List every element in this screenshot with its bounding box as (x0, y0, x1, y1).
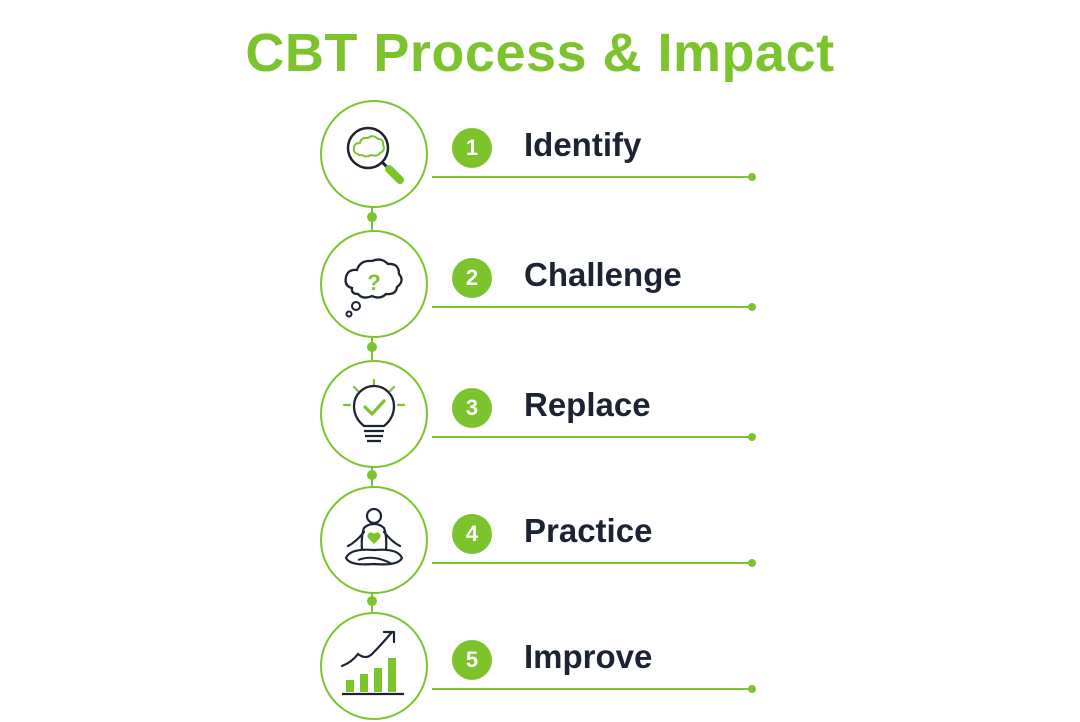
step-underline (432, 176, 752, 178)
connector-dot (367, 342, 377, 352)
step-icon-circle (320, 100, 428, 208)
step-identify: 1 Identify (0, 100, 1080, 210)
step-underline (432, 436, 752, 438)
step-replace: 3 Replace (0, 360, 1080, 470)
question-thought-cloud-icon: ? (344, 258, 403, 318)
connector-dot (367, 212, 377, 222)
step-icon-circle (320, 612, 428, 720)
step-underline (432, 562, 752, 564)
step-underline (432, 688, 752, 690)
thought-magnifier-icon (346, 126, 404, 184)
step-label: Challenge (524, 256, 682, 293)
growth-bar-chart-icon (340, 630, 404, 696)
step-challenge: ? 2 Challenge (0, 230, 1080, 340)
lightbulb-check-icon (342, 378, 406, 443)
step-underline-dot (748, 303, 756, 311)
step-label: Identify (524, 126, 642, 163)
meditation-heart-icon (344, 507, 404, 566)
svg-text:?: ? (367, 270, 380, 295)
step-underline-dot (748, 173, 756, 181)
step-practice: 4 Practice (0, 486, 1080, 596)
step-number-badge: 1 (452, 128, 492, 168)
step-icon-circle: ? (320, 230, 428, 338)
step-underline-dot (748, 433, 756, 441)
step-icon-circle (320, 486, 428, 594)
step-number-badge: 2 (452, 258, 492, 298)
step-underline (432, 306, 752, 308)
connector-dot (367, 470, 377, 480)
step-underline-dot (748, 559, 756, 567)
step-underline-dot (748, 685, 756, 693)
connector-dot (367, 596, 377, 606)
step-label: Improve (524, 638, 653, 675)
step-improve: 5 Improve (0, 612, 1080, 722)
step-number-badge: 3 (452, 388, 492, 428)
step-label: Practice (524, 512, 653, 549)
step-icon-circle (320, 360, 428, 468)
step-label: Replace (524, 386, 651, 423)
page-title: CBT Process & Impact (245, 23, 835, 83)
step-number-badge: 4 (452, 514, 492, 554)
step-number-badge: 5 (452, 640, 492, 680)
